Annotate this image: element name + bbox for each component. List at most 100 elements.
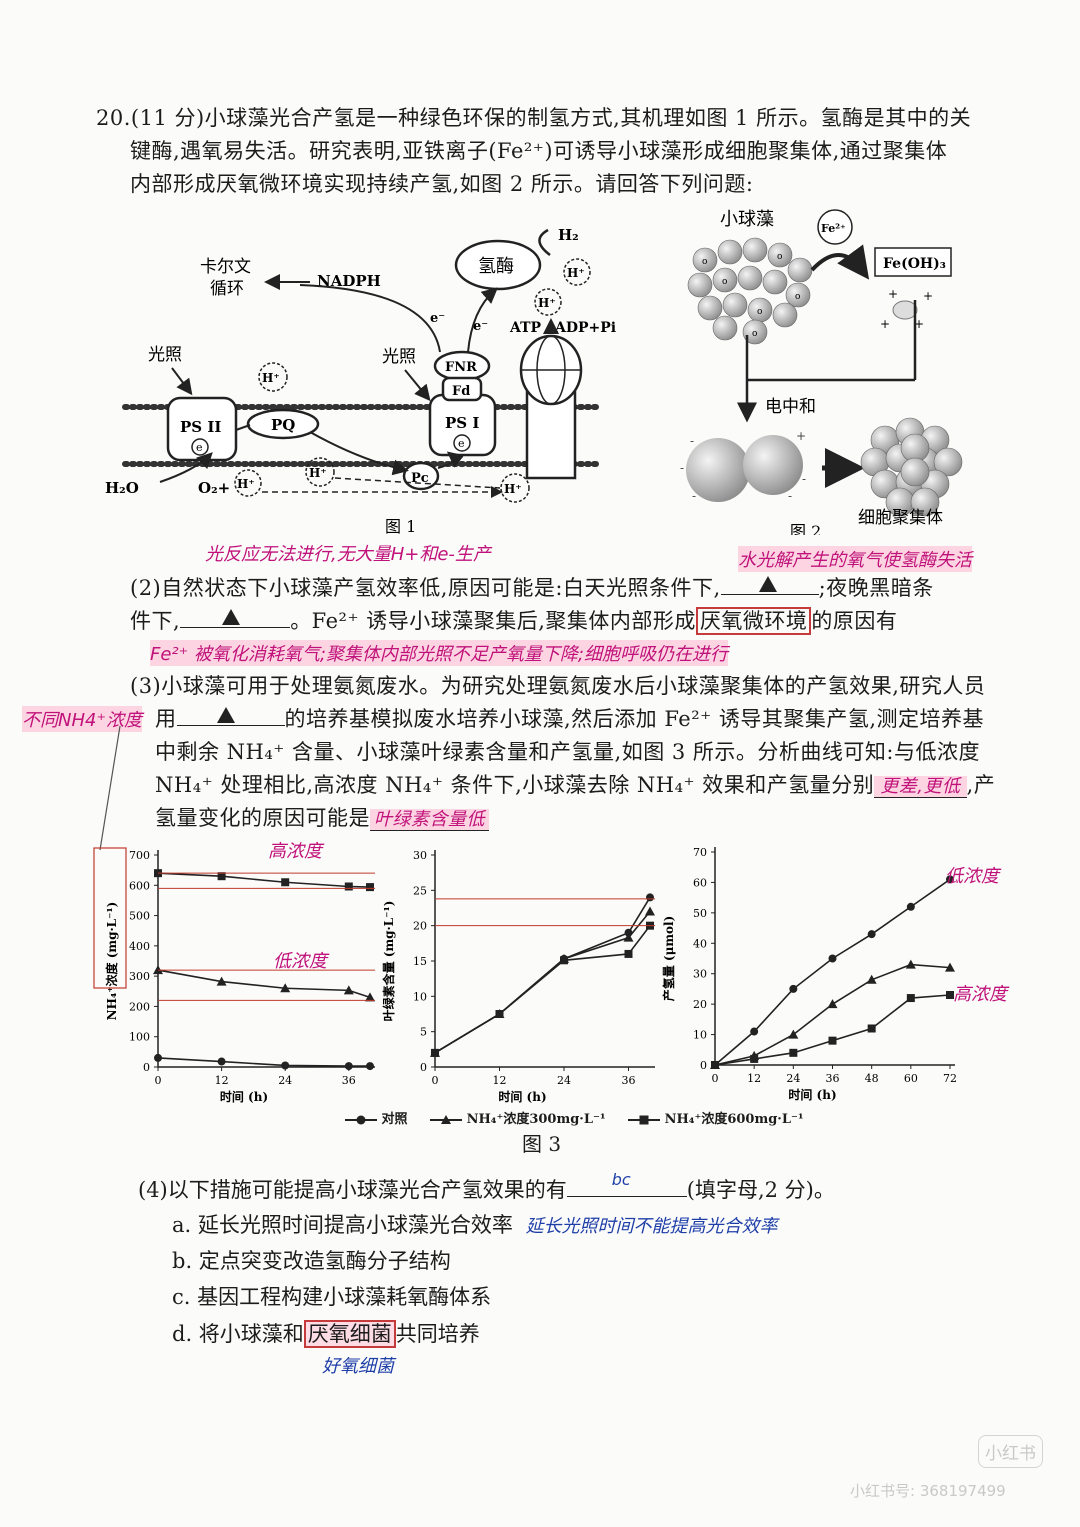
handwriting-q2-reasons: Fe²⁺ 被氧化消耗氧气;聚集体内部光照不足产氧量下降;细胞呼吸仍在进行 xyxy=(150,640,728,666)
x-tick-label: 0 xyxy=(432,1074,439,1087)
data-point xyxy=(281,878,290,887)
y-tick-label: 40 xyxy=(693,937,707,950)
svg-text:o: o xyxy=(795,292,800,302)
x-tick-label: 0 xyxy=(712,1072,719,1085)
y-tick-label: 700 xyxy=(129,849,150,862)
svg-text:o: o xyxy=(757,307,762,317)
calvin-label-2: 循环 xyxy=(210,279,244,299)
q4-blank[interactable]: bc xyxy=(566,1170,687,1197)
y-tick-label: 0 xyxy=(420,1061,427,1074)
handwriting-option-a: 延长光照时间不能提高光合效率 xyxy=(525,1216,778,1237)
option-d: d. 将小球藻和厌氧细菌共同培养 xyxy=(172,1320,480,1348)
svg-text:o: o xyxy=(722,277,727,287)
data-point xyxy=(945,962,955,972)
data-point xyxy=(216,976,227,986)
x-tick-label: 36 xyxy=(622,1074,636,1087)
data-point xyxy=(344,1062,353,1071)
x-tick-label: 24 xyxy=(278,1074,292,1087)
hydrogenase-label: 氢酶 xyxy=(478,256,514,277)
fd-protein xyxy=(441,376,483,402)
series-line xyxy=(434,925,651,1054)
chart-annotation: 低浓度 xyxy=(945,866,1002,887)
figure-1-diagram: PS II e PQ PS I e FNR Fd Pc 氢酶 H₂ H⁺ H⁺ … xyxy=(105,226,616,536)
data-point xyxy=(217,1057,226,1066)
chart-annotation: 低浓度 xyxy=(273,951,330,972)
handwriting-q2-day: 光反应无法进行,无大量H+和e-生产 xyxy=(205,544,491,565)
series-line xyxy=(434,911,651,1054)
data-point xyxy=(624,949,633,958)
y-tick-label: 60 xyxy=(693,876,707,889)
x-tick-label: 48 xyxy=(865,1072,879,1085)
fe2-label: Fe²⁺ xyxy=(821,222,846,235)
chart-annotation: 高浓度 xyxy=(953,984,1010,1005)
pc-carrier xyxy=(402,461,440,491)
y-tick-label: 600 xyxy=(129,879,150,892)
svg-text:+: + xyxy=(888,287,898,301)
y-tick-label: 5 xyxy=(420,1026,427,1039)
y-tick-label: 400 xyxy=(129,940,150,953)
series-line xyxy=(434,896,651,1054)
q4-answer: bc xyxy=(611,1170,631,1189)
anaerobic-box: 厌氧微环境 xyxy=(695,607,812,635)
q3-line-1: (3)小球藻可用于处理氨氮废水。为研究处理氨氮废水后小球藻聚集体的产氢效果,研究… xyxy=(130,674,986,698)
pq-carrier xyxy=(246,408,320,440)
data-point xyxy=(905,959,916,969)
neutralization-label: 电中和 xyxy=(765,397,816,417)
handwriting-q2-night: 水光解产生的氧气使氢酶失活 xyxy=(738,546,972,572)
data-point xyxy=(343,985,354,995)
q3-answer-1[interactable]: 更差,更低 xyxy=(874,776,967,798)
y-tick-label: 30 xyxy=(693,968,707,981)
x-tick-label: 0 xyxy=(155,1074,162,1087)
x-tick-label: 72 xyxy=(943,1072,957,1085)
question-line-1: 20.(11 分)小球藻光合产氢是一种绿色环保的制氢方式,其机理如图 1 所示。… xyxy=(96,106,972,130)
chart-legend: 对照 NH₄⁺浓度300mg·L⁻¹ NH₄⁺浓度600mg·L⁻¹ xyxy=(345,1108,804,1127)
handwriting-option-d: 好氧细菌 xyxy=(322,1356,394,1377)
y-axis-label: 叶绿素含量 (mg·L⁻¹) xyxy=(381,901,396,1022)
svg-text:-: - xyxy=(802,472,806,486)
data-point xyxy=(646,893,654,902)
data-point xyxy=(281,1061,290,1070)
data-point xyxy=(866,974,877,984)
q3-line-3: 中剩余 NH₄⁺ 含量、小球藻叶绿素含量和产氢量,如图 3 所示。分析曲线可知:… xyxy=(155,740,981,764)
series-line xyxy=(157,969,371,999)
q3-blank-1[interactable] xyxy=(176,703,285,726)
y-tick-label: 10 xyxy=(693,1029,707,1042)
q3-line-4: NH₄⁺ 处理相比,高浓度 NH₄⁺ 条件下,小球藻去除 NH₄⁺ 效果和产氢量… xyxy=(155,773,996,798)
y-axis-label: NH₄⁺浓度 (mg·L⁻¹) xyxy=(104,902,119,1021)
data-point xyxy=(366,1062,374,1071)
svg-text:-: - xyxy=(692,489,696,503)
data-point xyxy=(431,1048,439,1057)
svg-text:e⁻: e⁻ xyxy=(430,311,445,326)
data-point xyxy=(280,983,291,993)
series-line xyxy=(157,872,371,888)
y-tick-label: 300 xyxy=(129,970,150,983)
q2-blank-2[interactable] xyxy=(180,605,291,628)
y-tick-label: 70 xyxy=(693,846,707,859)
anaerobic-bacteria-box: 厌氧细菌 xyxy=(303,1320,396,1348)
y-tick-label: 25 xyxy=(413,884,427,897)
q3-answer-2[interactable]: 叶绿素含量低 xyxy=(370,809,489,831)
svg-text:e: e xyxy=(458,437,465,450)
atp-label: ATP xyxy=(509,320,542,336)
q2-blank-1[interactable] xyxy=(720,572,819,595)
data-point xyxy=(344,882,353,891)
data-point xyxy=(711,1061,719,1069)
proton-markers: H⁺ H⁺ H⁺ H⁺ H⁺ H⁺ xyxy=(234,258,591,503)
svg-text:H⁺: H⁺ xyxy=(262,371,280,385)
data-point xyxy=(827,999,838,1009)
data-point xyxy=(789,984,798,993)
pq-label: PQ xyxy=(271,416,295,434)
annotation-connector xyxy=(99,725,121,851)
data-point xyxy=(789,1048,798,1057)
svg-text:H⁺: H⁺ xyxy=(504,482,522,496)
option-b: b. 定点突变改造氢酶分子结构 xyxy=(172,1249,451,1273)
legend-300: NH₄⁺浓度300mg·L⁻¹ xyxy=(466,1112,606,1127)
data-point xyxy=(645,906,655,916)
y-tick-label: 0 xyxy=(700,1059,707,1072)
x-tick-label: 12 xyxy=(747,1072,761,1085)
x-tick-label: 12 xyxy=(493,1074,507,1087)
